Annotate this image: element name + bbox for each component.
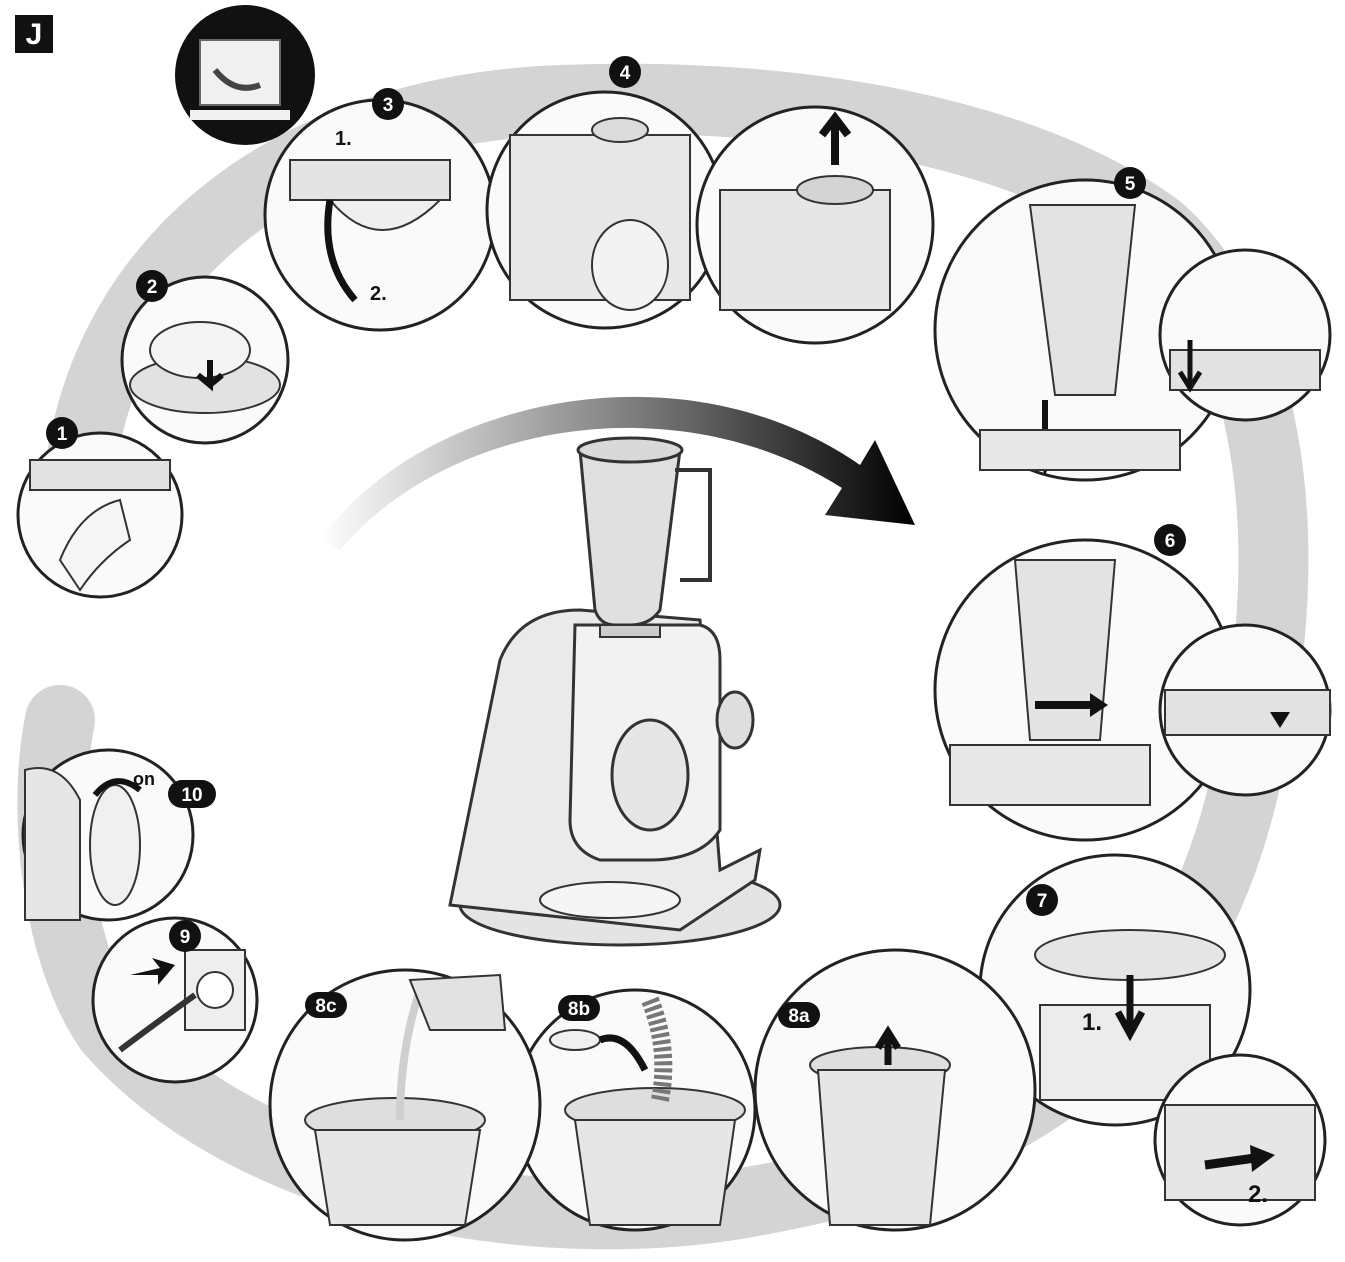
step-badge-3: 3: [372, 88, 404, 120]
step-badge-6: 6: [1154, 524, 1186, 556]
svg-text:on: on: [133, 769, 155, 789]
step-badge-9: 9: [169, 920, 201, 952]
step-badge-5: 5: [1114, 167, 1146, 199]
svg-text:10: 10: [181, 785, 202, 806]
step-circle-6-detail: [1158, 623, 1332, 797]
step-circle-9: [91, 916, 259, 1084]
svg-text:6: 6: [1165, 531, 1176, 552]
direction-arrow: [320, 396, 915, 550]
svg-text:4: 4: [620, 63, 631, 84]
svg-text:2.: 2.: [370, 283, 387, 305]
step-circle-6: [933, 538, 1237, 842]
step-circle-5: [933, 178, 1237, 482]
step-badge-8b: 8b: [558, 995, 600, 1021]
step-circle-4b: [695, 105, 935, 345]
svg-text:5: 5: [1125, 174, 1136, 195]
step-badge-8c: 8c: [305, 992, 347, 1018]
step-circle-8b: [513, 988, 757, 1232]
step-badge-10: 10: [168, 780, 216, 808]
svg-text:7: 7: [1037, 891, 1048, 912]
svg-text:8c: 8c: [315, 996, 337, 1017]
svg-text:1.: 1.: [335, 128, 352, 150]
svg-text:2: 2: [147, 277, 158, 298]
step-circle-8a: [753, 948, 1037, 1232]
step-badge-2: 2: [136, 270, 168, 302]
step-circle-10: on: [21, 748, 195, 922]
svg-text:8b: 8b: [568, 999, 590, 1020]
svg-text:J: J: [26, 18, 43, 51]
svg-text:9: 9: [180, 927, 191, 948]
step-circle-7: 1.: [978, 853, 1252, 1127]
step-circle-2: [120, 275, 290, 445]
step-circle-8c: [268, 968, 542, 1242]
svg-text:3: 3: [383, 95, 394, 116]
svg-text:1.: 1.: [1082, 1009, 1102, 1036]
step-circle-4a: [485, 90, 725, 330]
step-badge-4: 4: [609, 56, 641, 88]
step-circle-5-detail: [1158, 248, 1332, 422]
svg-text:2.: 2.: [1248, 1181, 1268, 1208]
food-processor-with-blender: [448, 436, 782, 947]
step-circle-7-detail: 2.: [1153, 1053, 1327, 1227]
svg-text:8a: 8a: [788, 1006, 810, 1027]
step-badge-8a: 8a: [778, 1002, 820, 1028]
inset-machine-overview: [175, 5, 315, 145]
step-circle-1: [16, 431, 184, 599]
svg-text:1: 1: [57, 424, 68, 445]
section-label-j: J: [15, 15, 53, 53]
step-badge-7: 7: [1026, 884, 1058, 916]
step-circle-3: 1. 2.: [263, 98, 497, 332]
step-badge-1: 1: [46, 417, 78, 449]
